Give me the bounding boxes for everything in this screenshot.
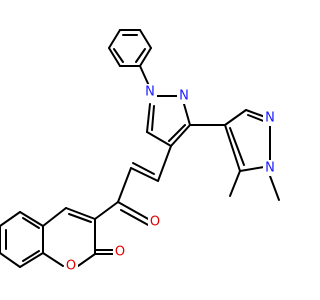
phenyl-ring <box>108 29 152 67</box>
atom-n4: N <box>265 161 275 176</box>
atom-n1: N <box>145 85 155 100</box>
structure-diagram: N N N N O O O <box>0 29 280 274</box>
molecule-canvas: N N N N O O O <box>0 29 280 274</box>
enone-linker <box>117 145 172 227</box>
atom-n2: N <box>179 89 189 104</box>
atom-o-ketone: O <box>150 215 160 230</box>
atom-o-ring: O <box>66 259 76 274</box>
right-pyrazole-ring <box>189 109 280 201</box>
coumarin-pyranone-ring <box>42 201 119 267</box>
coumarin-benzo-ring <box>0 211 44 268</box>
methyl-n-bond <box>269 175 280 201</box>
atom-n3: N <box>265 111 275 126</box>
atom-o-carbonyl: O <box>115 245 125 260</box>
central-pyrazole-ring <box>146 95 191 147</box>
methyl-c-bond <box>229 170 241 197</box>
atom-labels: N N N N O O O <box>64 84 277 274</box>
